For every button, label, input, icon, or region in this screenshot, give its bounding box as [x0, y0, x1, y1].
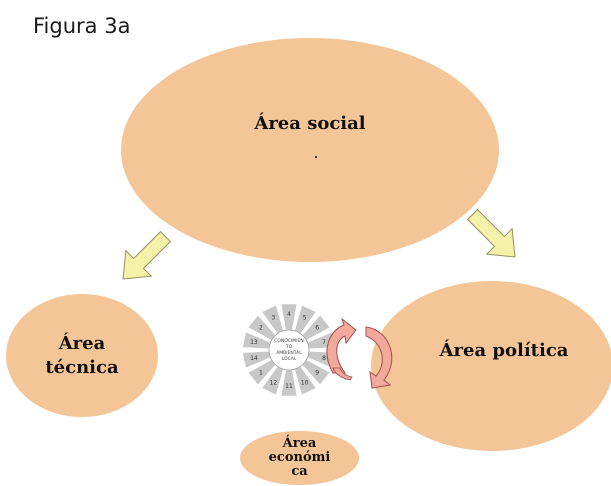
wheel-center-line: TO [285, 344, 293, 350]
wheel-segment-number: 3 [271, 315, 275, 322]
wheel-segment-number: 7 [322, 339, 326, 346]
wheel-segment-number: 8 [322, 355, 326, 362]
wheel-segment-number: 1 [259, 369, 263, 376]
wheel-segment-number: 13 [250, 339, 258, 346]
cycle-arrows-icon [326, 317, 393, 389]
center-dot [315, 156, 317, 158]
wheel-segment-number: 4 [287, 311, 291, 318]
area-social-ellipse: Área social [121, 38, 499, 262]
wheel-center-line: CONOCIMIEN [274, 338, 303, 344]
area-politica-label: Área política [439, 339, 569, 361]
area-tecnica-label: Área técnica [45, 332, 119, 378]
wheel-segment-number: 5 [303, 315, 307, 322]
wheel-segment-number: 2 [259, 325, 263, 332]
wheel-segment-number: 11 [285, 383, 293, 390]
wheel-segment-number: 12 [270, 379, 278, 386]
wheel-center-line: LOCAL [282, 356, 297, 362]
area-politica-ellipse: Área política [371, 281, 611, 451]
wheel-center-line: AMBIENTAL [276, 350, 302, 356]
area-social-label: Área social [254, 113, 366, 134]
area-economica-label: Área económi ca [268, 436, 331, 479]
area-tecnica-ellipse: Área técnica [6, 294, 158, 417]
arrow-right-down-icon [466, 208, 516, 258]
wheel-segment-number: 9 [315, 369, 319, 376]
figure-caption: Figura 3a [33, 14, 131, 38]
wheel-center [268, 329, 310, 371]
arrow-left-down-icon [122, 230, 172, 280]
wheel-segments [241, 303, 337, 397]
wheel-segment-number: 10 [301, 379, 309, 386]
wheel-segment-number: 6 [315, 325, 319, 332]
area-economica-ellipse: Área económi ca [240, 431, 359, 485]
wheel-segment-number: 14 [250, 355, 258, 362]
